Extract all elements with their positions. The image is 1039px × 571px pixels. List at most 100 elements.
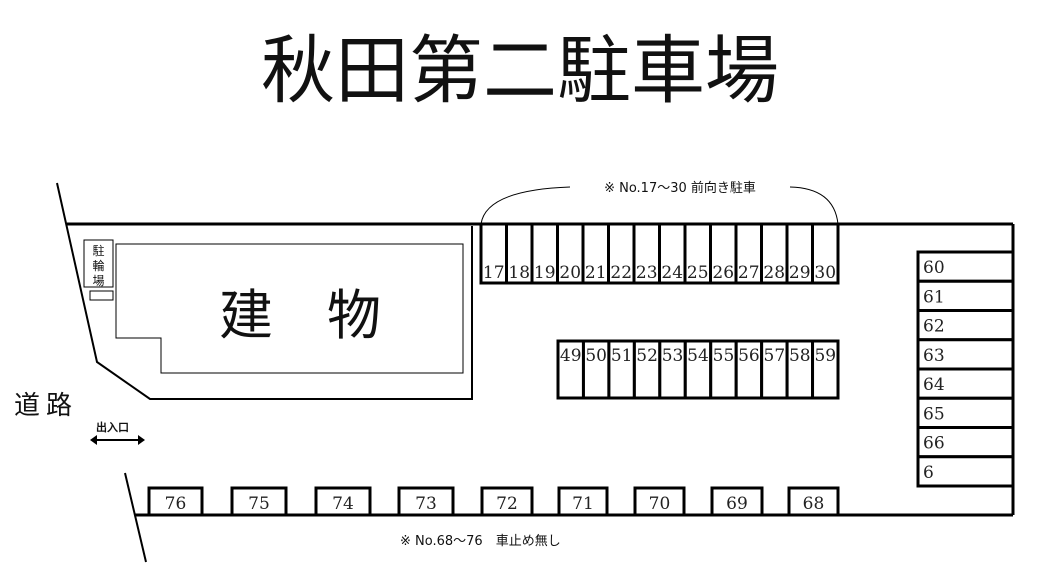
parking-spot-number: 72: [496, 494, 518, 514]
parking-spot-number: 6: [923, 463, 934, 483]
bike-parking-char: 輪: [92, 258, 104, 273]
building-label: 建 物: [219, 284, 381, 347]
parking-spot-number: 64: [923, 375, 945, 395]
bike-parking-char: 場: [92, 274, 104, 288]
parking-spot-box: [709, 222, 738, 285]
parking-spot-number: 53: [662, 346, 684, 366]
parking-spot-76: 76: [147, 486, 204, 517]
parking-spot-box: [709, 339, 738, 400]
parking-spot-51: 51: [607, 339, 636, 400]
parking-spot-box: [916, 279, 1015, 312]
note-top: ※ No.17〜30 前向き駐車: [604, 180, 756, 196]
parking-spot-box: [480, 486, 534, 517]
parking-spot-number: 56: [738, 346, 760, 366]
parking-spot-number: 71: [572, 494, 594, 514]
building: [115, 243, 464, 374]
parking-spot-box: [916, 426, 1015, 459]
parking-spot-58: 58: [785, 339, 815, 400]
parking-spot-number: 28: [763, 263, 785, 283]
parking-spot-box: [479, 222, 508, 285]
page-title: 秋田第二駐車場: [261, 28, 779, 114]
parking-spot-number: 24: [661, 263, 683, 283]
parking-spot-30: 30: [811, 222, 840, 285]
parking-spot-73: 73: [397, 486, 455, 517]
parking-spot-box: [683, 222, 712, 285]
parking-spot-66: 66: [916, 426, 1015, 459]
parking-spot-29: 29: [785, 222, 814, 285]
parking-spot-number: 76: [165, 494, 187, 514]
parking-spot-number: 60: [923, 258, 945, 278]
bike-parking-char: 駐: [92, 243, 104, 258]
parking-spot-box: [710, 486, 764, 517]
parking-spot-number: 54: [687, 346, 709, 366]
parking-spot-number: 27: [738, 263, 760, 283]
parking-spot-20: 20: [556, 222, 585, 285]
parking-spot-box: [811, 222, 840, 285]
parking-spot-54: 54: [683, 339, 713, 400]
parking-spot-71: 71: [557, 486, 609, 517]
parking-spot-number: 68: [803, 494, 825, 514]
parking-spot-number: 62: [923, 317, 945, 337]
parking-spot-50: 50: [581, 339, 611, 400]
parking-spot-box: [916, 250, 1015, 283]
parking-spot-box: [734, 222, 763, 285]
parking-spot-number: 75: [248, 494, 270, 514]
note-bracket: [789, 186, 839, 225]
parking-spot-box: [147, 486, 204, 517]
parking-spot-number: 51: [611, 346, 633, 366]
parking-spot-number: 49: [560, 346, 582, 366]
parking-spot-number: 18: [508, 263, 530, 283]
parking-spot-number: 29: [789, 263, 811, 283]
parking-spot-number: 74: [332, 494, 354, 514]
parking-spot-number: 70: [649, 494, 671, 514]
parking-spot-28: 28: [760, 222, 789, 285]
parking-spot-72: 72: [480, 486, 534, 517]
parking-spot-number: 69: [726, 494, 748, 514]
parking-spot-62: 62: [916, 309, 1015, 342]
parking-spot-64: 64: [916, 367, 1015, 400]
parking-spot-box: [916, 367, 1015, 400]
parking-spot-number: 23: [636, 263, 658, 283]
parking-spot-box: [632, 339, 662, 400]
parking-spot-box: [397, 486, 455, 517]
parking-spot-22: 22: [607, 222, 636, 285]
parking-spot-number: 22: [610, 263, 632, 283]
parking-spot-24: 24: [658, 222, 687, 285]
parking-spot-box: [787, 486, 840, 517]
parking-spot-number: 61: [923, 287, 945, 307]
parking-spot-61: 61: [916, 279, 1015, 312]
parking-spot-number: 65: [923, 404, 945, 424]
parking-spot-number: 19: [534, 263, 556, 283]
parking-spot-box: [581, 222, 610, 285]
parking-spot-number: 50: [585, 346, 607, 366]
parking-spot-6: 6: [916, 455, 1015, 488]
parking-spot-75: 75: [230, 486, 288, 517]
parking-spot-60: 60: [916, 250, 1015, 283]
parking-spot-68: 68: [787, 486, 840, 517]
bike-parking-small: [89, 290, 114, 301]
parking-spot-number: 20: [559, 263, 581, 283]
parking-spot-number: 66: [923, 434, 945, 454]
parking-spot-70: 70: [633, 486, 686, 517]
parking-spot-65: 65: [916, 396, 1015, 429]
parking-spot-number: 73: [415, 494, 437, 514]
parking-spot-box: [683, 339, 713, 400]
parking-spot-49: 49: [556, 339, 585, 400]
parking-spot-number: 17: [483, 263, 505, 283]
parking-spot-63: 63: [916, 338, 1015, 371]
parking-spot-18: 18: [505, 222, 534, 285]
parking-spot-17: 17: [479, 222, 508, 285]
parking-spot-number: 55: [713, 346, 735, 366]
parking-spot-21: 21: [581, 222, 610, 285]
parking-spot-box: [760, 339, 789, 400]
parking-spot-box: [230, 486, 288, 517]
entrance-label: 出入口: [96, 420, 129, 434]
parking-spot-69: 69: [710, 486, 764, 517]
parking-spot-19: 19: [530, 222, 559, 285]
parking-spot-52: 52: [632, 339, 662, 400]
parking-spot-box: [785, 339, 815, 400]
parking-spot-box: [811, 339, 840, 400]
parking-spot-number: 21: [585, 263, 607, 283]
parking-spot-box: [916, 455, 1015, 488]
